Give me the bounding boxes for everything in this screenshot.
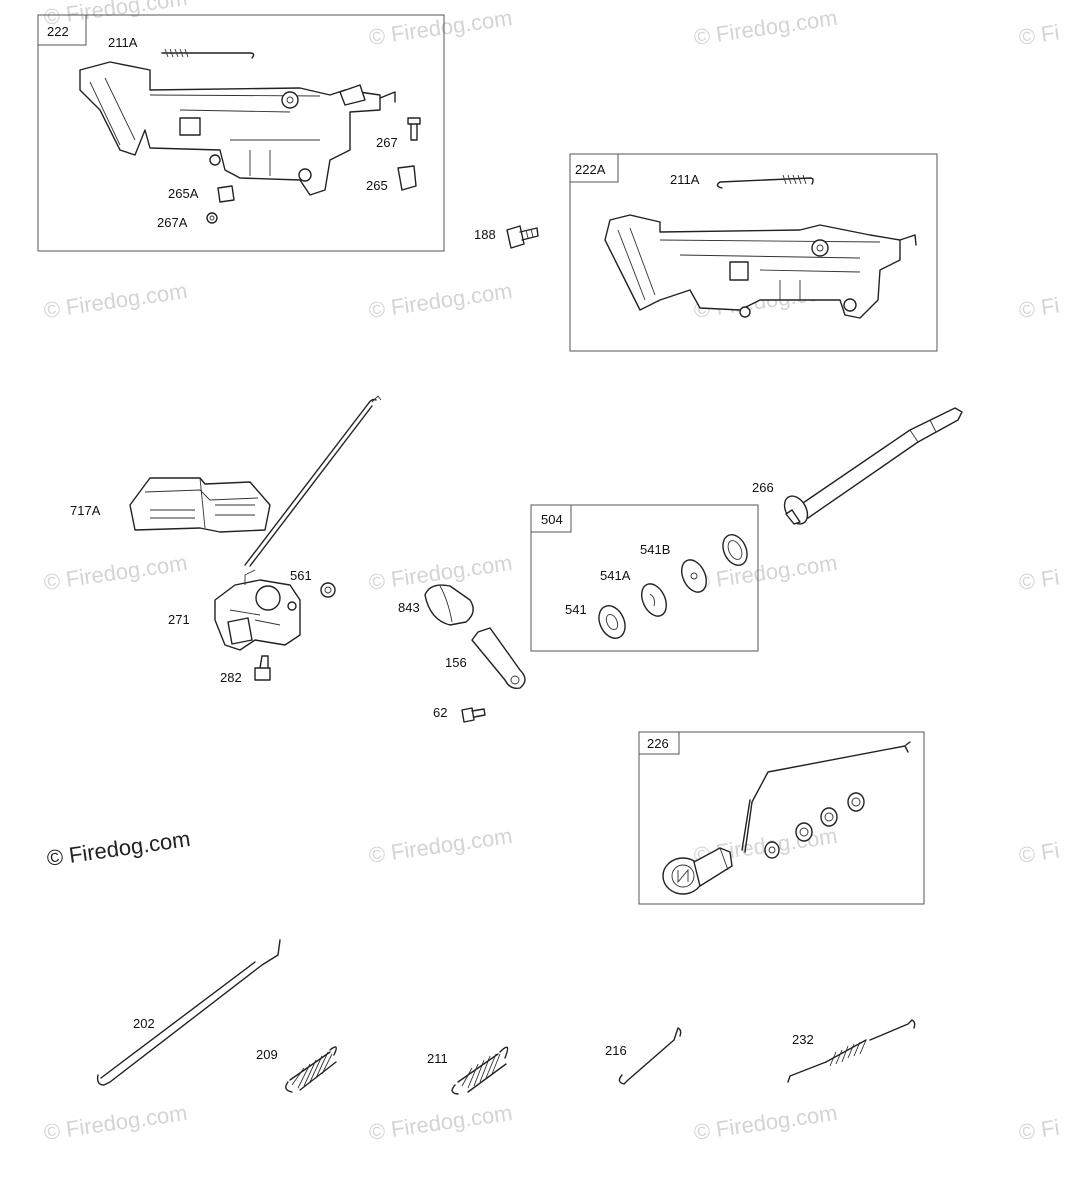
watermark-layer: © Firedog.com © Firedog.com © Firedog.co… — [42, 0, 1061, 1145]
part-843: 843 — [398, 584, 474, 626]
watermark: © Fi — [1017, 565, 1061, 595]
part-label-541b: 541B — [640, 542, 670, 557]
watermark: © Firedog.com — [367, 278, 514, 323]
part-label-62: 62 — [433, 705, 447, 720]
part-label-156: 156 — [445, 655, 467, 670]
part-156: 156 — [445, 627, 526, 690]
part-label-541a: 541A — [600, 568, 631, 583]
part-label-267: 267 — [376, 135, 398, 150]
part-label-232: 232 — [792, 1032, 814, 1047]
watermark: © Fi — [1017, 293, 1061, 323]
watermark: © Fi — [1017, 20, 1061, 50]
part-211: 211 — [427, 1046, 509, 1095]
watermark: © Firedog.com — [692, 5, 839, 50]
part-232: 232 — [787, 1019, 916, 1083]
assembly-504: 504 541B 541A 541 — [530, 504, 759, 652]
part-label-265a: 265A — [168, 186, 199, 201]
assembly-222: 222 211A 267 265 265A 267A — [37, 14, 445, 252]
watermark: © Firedog.com — [367, 5, 514, 50]
watermark: © Firedog.com — [692, 1100, 839, 1145]
part-271: 271 561 282 — [168, 395, 382, 685]
box-label-226: 226 — [647, 736, 669, 751]
part-62: 62 — [433, 705, 486, 723]
watermark: © Firedog.com — [367, 1100, 514, 1145]
part-label-541: 541 — [565, 602, 587, 617]
part-label-202: 202 — [133, 1016, 155, 1031]
part-label-267a: 267A — [157, 215, 188, 230]
part-label-188: 188 — [474, 227, 496, 242]
watermark: © Fi — [1017, 838, 1061, 868]
watermark: © Firedog.com — [42, 550, 189, 595]
watermark: © Firedog.com — [692, 550, 839, 595]
watermark: © Firedog.com — [42, 278, 189, 323]
part-label-717a: 717A — [70, 503, 101, 518]
part-label-211: 211 — [427, 1051, 448, 1066]
box-label-504: 504 — [541, 512, 563, 527]
part-label-271: 271 — [168, 612, 190, 627]
watermark-main: © Firedog.com — [45, 826, 192, 871]
part-216: 216 — [605, 1027, 682, 1085]
watermark: © Fi — [1017, 1115, 1061, 1145]
assembly-222a: 222A 211A — [569, 153, 938, 352]
part-label-216: 216 — [605, 1043, 627, 1058]
part-202: 202 — [96, 939, 281, 1086]
part-label-282: 282 — [220, 670, 242, 685]
assembly-226: 226 — [638, 731, 925, 905]
watermark: © Firedog.com — [42, 1100, 189, 1145]
part-717a: 717A — [70, 477, 271, 533]
part-188: 188 — [474, 225, 539, 249]
box-label-222a: 222A — [575, 162, 606, 177]
watermark: © Firedog.com — [367, 823, 514, 868]
part-label-265: 265 — [366, 178, 388, 193]
box-label-222: 222 — [47, 24, 69, 39]
part-label-211a-2: 211A — [670, 172, 700, 187]
part-266: 266 — [752, 407, 963, 525]
part-label-561: 561 — [290, 568, 312, 583]
part-label-266: 266 — [752, 480, 774, 495]
part-label-209: 209 — [256, 1047, 278, 1062]
part-209: 209 — [256, 1046, 337, 1093]
part-label-211a: 211A — [108, 35, 138, 50]
part-label-843: 843 — [398, 600, 420, 615]
